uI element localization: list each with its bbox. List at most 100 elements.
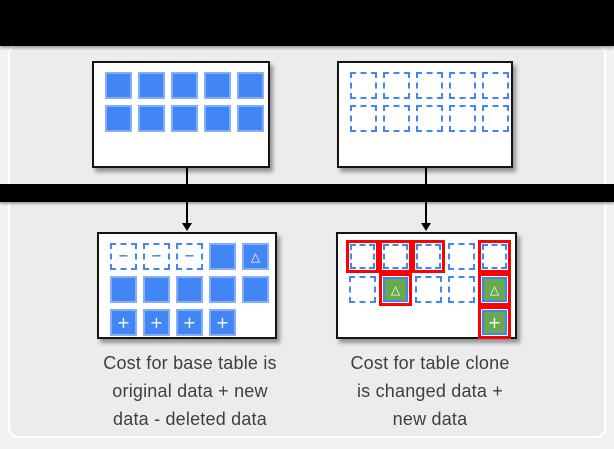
clone-new-data-block: +	[482, 310, 507, 335]
original-data-block	[237, 105, 264, 132]
original-data-block	[242, 276, 269, 303]
base-table-arrow	[182, 168, 192, 232]
block-cell	[413, 102, 446, 135]
changed-highlight-border: △	[478, 273, 511, 306]
changed-highlight-border: △	[379, 273, 412, 306]
empty-cell	[445, 306, 478, 339]
new-data-block: +	[110, 309, 137, 336]
block-cell	[206, 273, 239, 306]
original-data-block	[138, 72, 165, 99]
original-data-block	[176, 276, 203, 303]
empty-slot	[416, 72, 443, 99]
block-cell	[346, 273, 379, 306]
empty-cell	[239, 306, 272, 339]
empty-slot	[449, 105, 476, 132]
empty-slot	[350, 72, 377, 99]
original-data-block	[209, 276, 236, 303]
plus-icon: +	[182, 312, 197, 332]
block-cell	[234, 102, 267, 135]
empty-cell	[412, 306, 445, 339]
block-cell	[102, 69, 135, 102]
block-cell	[347, 102, 380, 135]
clone-changed-data-block: △	[383, 277, 408, 302]
arrow-shaft	[425, 168, 427, 224]
minus-icon: −	[184, 249, 195, 264]
clone-table-before-box	[337, 61, 513, 168]
original-data-block	[110, 276, 137, 303]
empty-cell	[346, 306, 379, 339]
block-cell	[135, 102, 168, 135]
plus-icon: +	[149, 312, 164, 332]
empty-slot	[482, 72, 509, 99]
original-data-block	[237, 72, 264, 99]
minus-icon: −	[118, 249, 129, 264]
block-cell: △	[239, 240, 272, 273]
block-cell	[347, 69, 380, 102]
block-cell	[445, 240, 478, 273]
original-data-block	[138, 105, 165, 132]
changed-highlight-border	[478, 240, 511, 273]
block-cell	[168, 69, 201, 102]
empty-slot	[350, 105, 377, 132]
new-data-block: +	[176, 309, 203, 336]
block-cell: +	[478, 306, 511, 339]
original-data-block	[171, 72, 198, 99]
changed-highlight-border	[379, 240, 412, 273]
caption-line: data - deleted data	[113, 409, 267, 429]
delta-icon: △	[390, 282, 401, 297]
base-table-after-box: − − − △ + + + +	[97, 232, 277, 339]
original-data-block	[105, 72, 132, 99]
block-cell	[140, 273, 173, 306]
block-cell	[201, 69, 234, 102]
deleted-data-block: −	[110, 243, 137, 270]
delta-icon: △	[489, 282, 500, 297]
original-data-block	[204, 105, 231, 132]
new-data-block: +	[209, 309, 236, 336]
block-cell	[446, 69, 479, 102]
base-table-before-box	[92, 61, 270, 168]
original-data-block	[143, 276, 170, 303]
block-cell	[173, 273, 206, 306]
block-cell	[346, 240, 379, 273]
block-cell	[380, 69, 413, 102]
plus-icon: +	[215, 312, 230, 332]
block-cell	[107, 273, 140, 306]
clone-changed-ref-block	[383, 244, 408, 269]
changed-data-block: △	[242, 243, 269, 270]
block-cell: −	[140, 240, 173, 273]
divider-black-bar	[0, 184, 614, 202]
block-cell: −	[107, 240, 140, 273]
empty-slot	[482, 105, 509, 132]
clone-table-after-grid: △ △ +	[338, 234, 515, 339]
minus-icon: −	[151, 249, 162, 264]
empty-slot	[383, 72, 410, 99]
deleted-data-block: −	[143, 243, 170, 270]
clone-changed-ref-block	[416, 244, 441, 269]
original-data-block	[204, 72, 231, 99]
empty-slot	[349, 276, 376, 303]
block-cell	[206, 240, 239, 273]
base-table-before-grid	[94, 63, 268, 135]
block-cell	[479, 69, 512, 102]
deleted-data-block: −	[176, 243, 203, 270]
block-cell: +	[206, 306, 239, 339]
block-cell	[479, 102, 512, 135]
block-cell	[234, 69, 267, 102]
block-cell	[135, 69, 168, 102]
empty-cell	[379, 306, 412, 339]
clone-table-after-box: △ △ +	[336, 232, 517, 339]
block-cell	[413, 69, 446, 102]
original-data-block	[105, 105, 132, 132]
block-cell: △	[379, 273, 412, 306]
changed-highlight-border	[346, 240, 379, 273]
caption-line: new data	[392, 409, 468, 429]
caption-line: original data + new	[112, 381, 268, 401]
new-data-block: +	[143, 309, 170, 336]
caption-line: Cost for table clone	[350, 353, 510, 373]
original-data-block	[209, 243, 236, 270]
base-table-caption: Cost for base table is original data + n…	[80, 349, 300, 433]
block-cell	[445, 273, 478, 306]
block-cell: −	[173, 240, 206, 273]
empty-slot	[415, 276, 442, 303]
